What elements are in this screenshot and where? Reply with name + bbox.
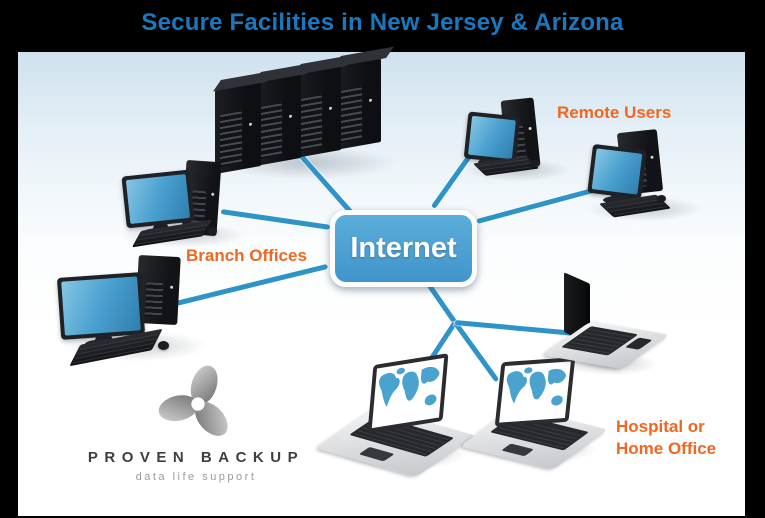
pc-monitor <box>463 111 521 164</box>
server-tower <box>255 73 301 167</box>
pc-mouse <box>158 341 169 350</box>
page-title: Secure Facilities in New Jersey & Arizon… <box>141 9 624 36</box>
logo-wordmark: PROVEN BACKUP <box>87 449 305 466</box>
logo-tagline: data life support <box>135 471 257 483</box>
laptop-icon <box>315 353 477 478</box>
pc-monitor <box>56 272 146 340</box>
server-tower <box>335 57 381 151</box>
laptop-trackpad <box>501 443 535 457</box>
remote-users-label: Remote Users <box>557 103 672 122</box>
hospital-label-line2: Home Office <box>616 439 717 458</box>
laptop-side-icon <box>542 272 670 372</box>
server-tower <box>215 81 261 175</box>
pc-monitor <box>121 169 195 229</box>
laptop-base <box>542 321 670 369</box>
laptop-screen <box>367 353 449 433</box>
pc-mouse <box>531 160 540 167</box>
pc-mouse <box>657 195 666 202</box>
hospital-home-office-label: Hospital or Home Office <box>616 416 716 460</box>
server-rack-icon <box>211 56 391 175</box>
branch-offices-label: Branch Offices <box>186 246 307 265</box>
server-tower <box>295 65 341 159</box>
internet-hub: Internet <box>330 210 477 287</box>
monitor-stand <box>152 221 170 230</box>
world-map-graphic <box>379 366 440 407</box>
pc-monitor <box>587 143 647 200</box>
world-map-graphic <box>506 367 567 406</box>
internet-hub-label: Internet <box>350 232 457 264</box>
laptop-icon <box>459 356 609 474</box>
laptop-screen <box>494 357 576 427</box>
laptop-trackpad <box>358 446 395 462</box>
pinwheel-logo-icon <box>158 365 228 436</box>
hospital-label-line1: Hospital or <box>616 417 705 436</box>
pc-mouse <box>207 227 217 235</box>
